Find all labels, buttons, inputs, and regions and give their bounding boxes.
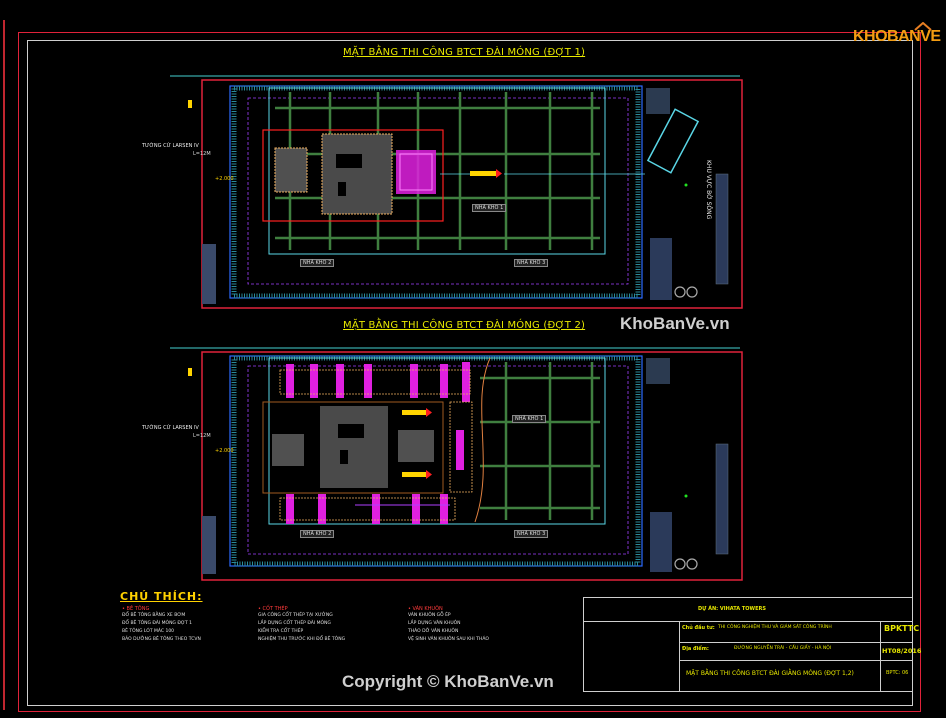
legend-col2-category: • CỐT THÉP xyxy=(258,606,288,612)
legend-col1-line: BẢO DƯỠNG BÊ TÔNG THEO TCVN xyxy=(122,637,201,642)
plan1-wall-label: TƯỜNG CỪ LARSEN IV xyxy=(142,143,199,149)
tb-left-col xyxy=(679,621,680,691)
legend-col2-line: KIỂM TRA CỐT THÉP xyxy=(258,629,304,634)
legend-col1-line: ĐỔ BÊ TÔNG BẰNG XE BƠM xyxy=(122,613,186,618)
tb-row2-label: Địa điểm: xyxy=(682,646,709,652)
plan2-tag-b: NHÀ KHO 2 xyxy=(300,530,335,538)
plan1-tag-c: NHÀ KHO 3 xyxy=(514,259,549,267)
left-red-strip xyxy=(3,20,5,710)
plan1-elev: +2.000 xyxy=(215,176,234,182)
legend-col2-line: GIA CÔNG CỐT THÉP TẠI XƯỞNG xyxy=(258,613,333,618)
legend-col2-line: LẮP DỰNG CỐT THÉP ĐÀI MÓNG xyxy=(258,621,331,626)
inner-white-frame xyxy=(27,40,913,706)
legend-col3-category: • VÁN KHUÔN xyxy=(408,606,443,612)
outer-red-frame xyxy=(18,32,921,712)
tb-row2-text: ĐƯỜNG NGUYỄN TRÃI - CẦU GIẤY - HÀ NỘI xyxy=(734,646,832,651)
plan1-title: MẶT BẰNG THI CÔNG BTCT ĐÀI MÓNG (ĐỢT 1) xyxy=(343,47,586,58)
legend-col3-line: VÁN KHUÔN GỖ ÉP xyxy=(408,613,451,618)
plan1-side-label: KHU VỰC BỜ SÔNG xyxy=(705,160,712,220)
house-roof-icon xyxy=(914,21,932,31)
tb-row-line xyxy=(679,642,912,643)
tb-sheet-title: MẶT BẰNG THI CÔNG BTCT ĐÀI GIẰNG MÓNG (Đ… xyxy=(686,670,854,677)
tb-right-col xyxy=(880,621,881,691)
khobanve-logo: KHOBANVE xyxy=(853,21,941,50)
tb-row1-label: Chủ đầu tư: xyxy=(682,625,715,631)
legend-heading: CHÚ THÍCH: xyxy=(120,590,203,603)
plan2-title: MẶT BẰNG THI CÔNG BTCT ĐÀI MÓNG (ĐỢT 2) xyxy=(343,320,586,331)
plan1-tag-a: NHÀ KHO 1 xyxy=(472,204,507,212)
plan2-tag-a: NHÀ KHO 1 xyxy=(512,415,547,423)
plan1-tag-b: NHÀ KHO 2 xyxy=(300,259,335,267)
title-block: DỰ ÁN: VIHATA TOWERS Chủ đầu tư: THI CÔN… xyxy=(583,597,921,692)
watermark-mid: KhoBanVe.vn xyxy=(620,314,730,333)
plan2-drawing xyxy=(170,347,743,581)
legend-col1-line: ĐỔ BÊ TÔNG ĐÀI MÓNG ĐỢT 1 xyxy=(122,621,192,626)
legend-col1-category: • BÊ TÔNG xyxy=(122,606,150,612)
tb-row1-text: THI CÔNG NGHIỆM THU VÀ GIÁM SÁT CÔNG TRÌ… xyxy=(718,625,832,630)
tb-code1: BPKTTC xyxy=(884,624,920,633)
logo-text: KHOBANVE xyxy=(853,28,941,45)
legend-col-2: • CỐT THÉP GIA CÔNG CỐT THÉP TẠI XƯỞNG L… xyxy=(258,606,345,644)
legend-col3-line: THÁO DỠ VÁN KHUÔN xyxy=(408,629,459,634)
plan2-tag-c: NHÀ KHO 3 xyxy=(514,530,549,538)
tb-project-label: DỰ ÁN: VIHATA TOWERS xyxy=(698,606,766,612)
legend-col3-line: VỆ SINH VÁN KHUÔN SAU KHI THÁO xyxy=(408,637,489,642)
plan1-drawing xyxy=(170,75,743,309)
plan1-wall-sub: L=12M xyxy=(193,151,211,157)
tb-sheet-no: BPTC: 06 xyxy=(886,670,909,676)
legend-col3-line: LẮP DỰNG VÁN KHUÔN xyxy=(408,621,461,626)
plan2-wall-label: TƯỜNG CỪ LARSEN IV xyxy=(142,425,199,431)
plan2-wall-sub: L=12M xyxy=(193,433,211,439)
legend-col-3: • VÁN KHUÔN VÁN KHUÔN GỖ ÉP LẮP DỰNG VÁN… xyxy=(408,606,489,644)
tb-project-row: DỰ ÁN: VIHATA TOWERS xyxy=(584,598,912,622)
legend-col1-line: BÊ TÔNG LÓT MÁC 100 xyxy=(122,629,175,634)
watermark-bottom: Copyright © KhoBanVe.vn xyxy=(342,672,554,691)
legend-col2-line: NGHIỆM THU TRƯỚC KHI ĐỔ BÊ TÔNG xyxy=(258,637,346,642)
tb-row-line xyxy=(679,660,912,661)
plan2-elev: +2.000 xyxy=(215,448,234,454)
legend-col-1: • BÊ TÔNG ĐỔ BÊ TÔNG BẰNG XE BƠM ĐỔ BÊ T… xyxy=(122,606,201,644)
tb-code2: HT08/2016 xyxy=(882,647,922,655)
